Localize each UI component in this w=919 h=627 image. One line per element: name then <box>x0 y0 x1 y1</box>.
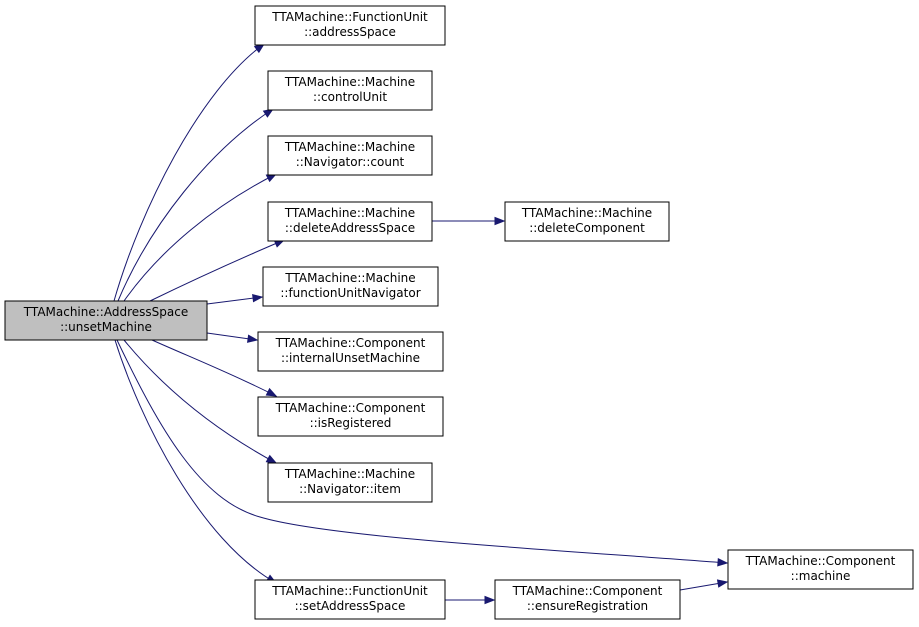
nodes-layer: TTAMachine::AddressSpace::unsetMachineTT… <box>4 5 914 620</box>
node-box[interactable] <box>267 70 433 111</box>
node-label-line: ::machine <box>791 569 851 583</box>
node-box[interactable] <box>727 549 914 590</box>
node-functionUnitNavigator[interactable]: TTAMachine::Machine::functionUnitNavigat… <box>262 266 439 307</box>
node-label-line: TTAMachine::Component <box>512 584 663 598</box>
node-controlUnit[interactable]: TTAMachine::Machine::controlUnit <box>267 70 433 111</box>
node-label-line: ::controlUnit <box>313 90 387 104</box>
node-label-line: TTAMachine::FunctionUnit <box>271 584 428 598</box>
edge-unsetMachine-to-setAddressSpace <box>114 339 277 584</box>
arrowhead-deleteAddressSpace-to-deleteComponent <box>494 216 506 226</box>
node-box[interactable] <box>267 135 433 176</box>
node-label-line: TTAMachine::FunctionUnit <box>271 10 428 24</box>
node-ensureRegistration[interactable]: TTAMachine::Component::ensureRegistratio… <box>494 579 681 620</box>
arrowhead-unsetMachine-to-comp_machine <box>717 558 729 567</box>
node-label-line: ::addressSpace <box>304 25 396 39</box>
node-box[interactable] <box>4 300 208 341</box>
node-label-line: ::Navigator::item <box>299 482 401 496</box>
arrowhead-ensureRegistration-to-comp_machine <box>716 579 729 588</box>
node-label-line: TTAMachine::Component <box>745 554 896 568</box>
node-label-line: ::isRegistered <box>310 416 392 430</box>
arrowhead-unsetMachine-to-isRegistered <box>265 387 278 397</box>
node-box[interactable] <box>262 266 439 307</box>
node-isRegistered[interactable]: TTAMachine::Component::isRegistered <box>257 396 444 437</box>
node-box[interactable] <box>504 201 670 242</box>
node-label-line: TTAMachine::AddressSpace <box>23 305 188 319</box>
node-label-line: ::internalUnsetMachine <box>281 351 420 365</box>
node-deleteComponent[interactable]: TTAMachine::Machine::deleteComponent <box>504 201 670 242</box>
node-box[interactable] <box>257 396 444 437</box>
node-fu_addressSpace[interactable]: TTAMachine::FunctionUnit::addressSpace <box>254 5 446 46</box>
node-label-line: TTAMachine::Machine <box>284 140 415 154</box>
edge-unsetMachine-to-controlUnit <box>117 108 274 302</box>
node-nav_count[interactable]: TTAMachine::Machine::Navigator::count <box>267 135 433 176</box>
node-label-line: TTAMachine::Component <box>275 336 426 350</box>
node-label-line: TTAMachine::Machine <box>521 206 652 220</box>
node-box[interactable] <box>267 462 433 503</box>
node-label-line: TTAMachine::Component <box>275 401 426 415</box>
edge-unsetMachine-to-comp_machine <box>116 339 728 564</box>
node-nav_item[interactable]: TTAMachine::Machine::Navigator::item <box>267 462 433 503</box>
edge-unsetMachine-to-nav_count <box>123 173 277 302</box>
arrowhead-unsetMachine-to-functionUnitNavigator <box>252 294 264 303</box>
node-label-line: ::functionUnitNavigator <box>280 286 420 300</box>
node-label-line: ::setAddressSpace <box>295 599 406 613</box>
node-label-line: TTAMachine::Machine <box>284 206 415 220</box>
node-box[interactable] <box>254 579 446 620</box>
arrowhead-unsetMachine-to-internalUnsetMachine <box>247 334 259 343</box>
node-label-line: ::deleteComponent <box>529 221 645 235</box>
node-box[interactable] <box>267 201 433 242</box>
node-internalUnsetMachine[interactable]: TTAMachine::Component::internalUnsetMach… <box>257 331 444 372</box>
edge-unsetMachine-to-fu_addressSpace <box>113 43 265 302</box>
node-label-line: ::ensureRegistration <box>527 599 648 613</box>
arrowhead-unsetMachine-to-nav_item <box>265 454 278 464</box>
node-box[interactable] <box>254 5 446 46</box>
edge-unsetMachine-to-deleteAddressSpace <box>149 239 285 302</box>
node-deleteAddressSpace[interactable]: TTAMachine::Machine::deleteAddressSpace <box>267 201 433 242</box>
node-box[interactable] <box>257 331 444 372</box>
node-label-line: TTAMachine::Machine <box>284 75 415 89</box>
node-comp_machine[interactable]: TTAMachine::Component::machine <box>727 549 914 590</box>
node-unsetMachine[interactable]: TTAMachine::AddressSpace::unsetMachine <box>4 300 208 341</box>
edge-unsetMachine-to-nav_item <box>123 339 277 464</box>
edge-unsetMachine-to-isRegistered <box>151 339 277 397</box>
node-label-line: TTAMachine::Machine <box>284 271 415 285</box>
node-box[interactable] <box>494 579 681 620</box>
arrowhead-setAddressSpace-to-ensureRegistration <box>484 595 496 605</box>
node-label-line: TTAMachine::Machine <box>284 467 415 481</box>
node-setAddressSpace[interactable]: TTAMachine::FunctionUnit::setAddressSpac… <box>254 579 446 620</box>
node-label-line: ::deleteAddressSpace <box>285 221 415 235</box>
node-label-line: ::unsetMachine <box>60 320 152 334</box>
node-label-line: ::Navigator::count <box>296 155 405 169</box>
